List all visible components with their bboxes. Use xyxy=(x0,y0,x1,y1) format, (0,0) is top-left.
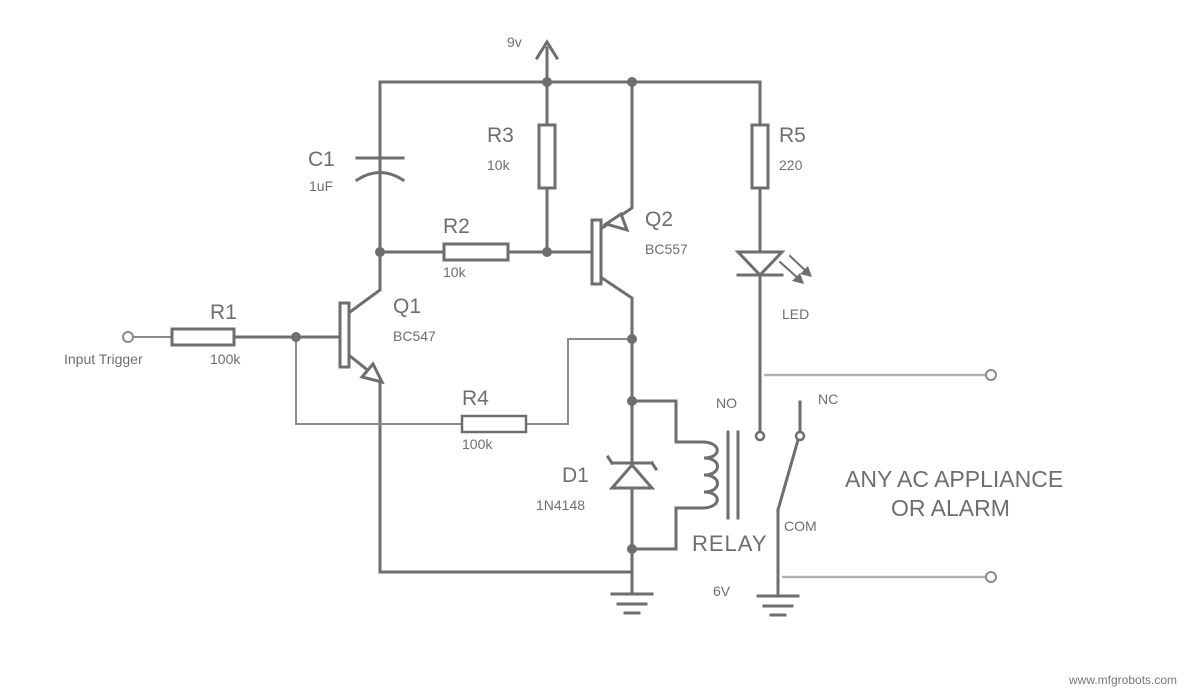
wires xyxy=(128,46,986,596)
r4-wire-right xyxy=(526,338,632,425)
q1-collector-wire xyxy=(347,250,382,315)
r2-ref-label: R2 xyxy=(443,215,470,238)
d1-value-label: 1N4148 xyxy=(536,497,585,513)
transistor-q1 xyxy=(338,301,385,385)
q2-value-label: BC557 xyxy=(645,241,688,257)
r5-value-label: 220 xyxy=(779,157,803,173)
q1-ref-label: Q1 xyxy=(393,295,421,318)
resistor-r1 xyxy=(170,327,236,347)
resistor-r5 xyxy=(750,123,770,190)
load-terminal-bottom xyxy=(985,571,997,583)
relay-nc-label: NC xyxy=(818,391,838,407)
q2-ref-label: Q2 xyxy=(645,208,673,231)
switch-blade xyxy=(776,438,800,512)
relay-label: RELAY xyxy=(692,531,768,556)
r5-ref-label: R5 xyxy=(779,124,806,147)
coil-wire-top xyxy=(630,399,704,444)
relay-no-label: NO xyxy=(716,395,737,411)
no-contact xyxy=(754,430,766,442)
r2-value-label: 10k xyxy=(443,264,467,280)
input-trigger-label: Input Trigger xyxy=(64,351,143,367)
r4-value-label: 100k xyxy=(462,436,493,452)
r4-feedback-wire xyxy=(295,337,462,425)
coil-wire-bottom xyxy=(630,506,704,551)
watermark: www.mfgrobots.com xyxy=(1068,673,1177,687)
c1-ref-label: C1 xyxy=(308,148,335,171)
relay-rating-label: 6V xyxy=(713,583,731,599)
resistor-r2 xyxy=(442,242,510,262)
d1-ref-label: D1 xyxy=(562,464,589,487)
led-label: LED xyxy=(782,306,809,322)
resistor-r4 xyxy=(460,414,528,434)
q2-collector-wire xyxy=(599,275,634,594)
ground-main xyxy=(610,592,654,615)
transistor-q2 xyxy=(590,211,630,286)
led xyxy=(734,250,812,284)
c1-value-label: 1uF xyxy=(309,178,333,194)
relay-coil xyxy=(700,430,740,520)
r1-ref-label: R1 xyxy=(210,301,237,324)
r3-ref-label: R3 xyxy=(487,124,514,147)
relay-com-label: COM xyxy=(784,518,817,534)
load-terminal-top xyxy=(985,369,997,381)
diode-d1 xyxy=(605,454,659,490)
ground-relay xyxy=(756,594,800,617)
supply-rail xyxy=(378,80,762,242)
r1-value-label: 100k xyxy=(210,351,241,367)
relay-switch xyxy=(754,400,806,512)
q1-emitter-wire xyxy=(347,353,634,574)
load-label-line2: OR ALARM xyxy=(891,495,1010,521)
q1-value-label: BC547 xyxy=(393,328,436,344)
r3-value-label: 10k xyxy=(487,157,511,173)
supply-arrow xyxy=(534,39,560,61)
junction-dots xyxy=(291,77,637,554)
r4-ref-label: R4 xyxy=(462,387,489,410)
supply-label: 9v xyxy=(507,34,522,50)
load-label-line1: ANY AC APPLIANCE xyxy=(845,466,1063,492)
capacitor-c1 xyxy=(354,80,406,183)
input-terminal xyxy=(122,331,134,343)
q2-emitter-wire xyxy=(599,80,634,231)
resistor-r3 xyxy=(537,123,557,190)
